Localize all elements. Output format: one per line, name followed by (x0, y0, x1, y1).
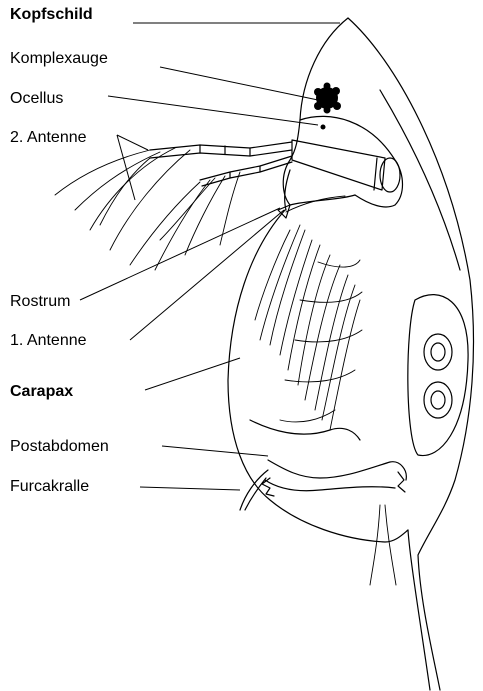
leader-komplexauge (160, 67, 318, 100)
label-carapax: Carapax (10, 383, 73, 401)
label-postabdomen: Postabdomen (10, 438, 109, 456)
leader-antenne1 (130, 210, 284, 340)
furca-claw (240, 470, 268, 510)
antenna-base (292, 140, 385, 190)
label-antenne1: 1. Antenne (10, 332, 87, 350)
leader-antenne2-a (117, 135, 135, 200)
leader-rostrum (80, 208, 280, 300)
head-shield-edge (380, 90, 460, 270)
second-antenna (55, 140, 400, 270)
label-antenne2: 2. Antenne (10, 129, 87, 147)
label-rostrum: Rostrum (10, 293, 70, 311)
brood-chamber (408, 295, 468, 456)
thoracic-limbs (250, 225, 362, 440)
leader-ocellus (108, 96, 318, 125)
postabdomen (240, 460, 406, 585)
leader-carapax (145, 358, 240, 390)
rostrum-antenna1 (278, 170, 345, 218)
label-kopfschild: Kopfschild (10, 6, 93, 24)
body-outline (228, 18, 474, 690)
head-shoulder (355, 195, 395, 207)
ocellus-dot (321, 125, 326, 130)
label-furcakralle: Furcakralle (10, 478, 89, 496)
label-ocellus: Ocellus (10, 90, 63, 108)
leader-lines (80, 23, 340, 490)
carapace-outline (348, 18, 474, 690)
leader-antenne2-b (117, 135, 148, 150)
leader-postabdomen (162, 446, 268, 456)
leader-furcakralle (140, 487, 240, 490)
head-lower (283, 160, 355, 205)
complex-eye (314, 83, 341, 114)
label-komplexauge: Komplexauge (10, 50, 108, 68)
